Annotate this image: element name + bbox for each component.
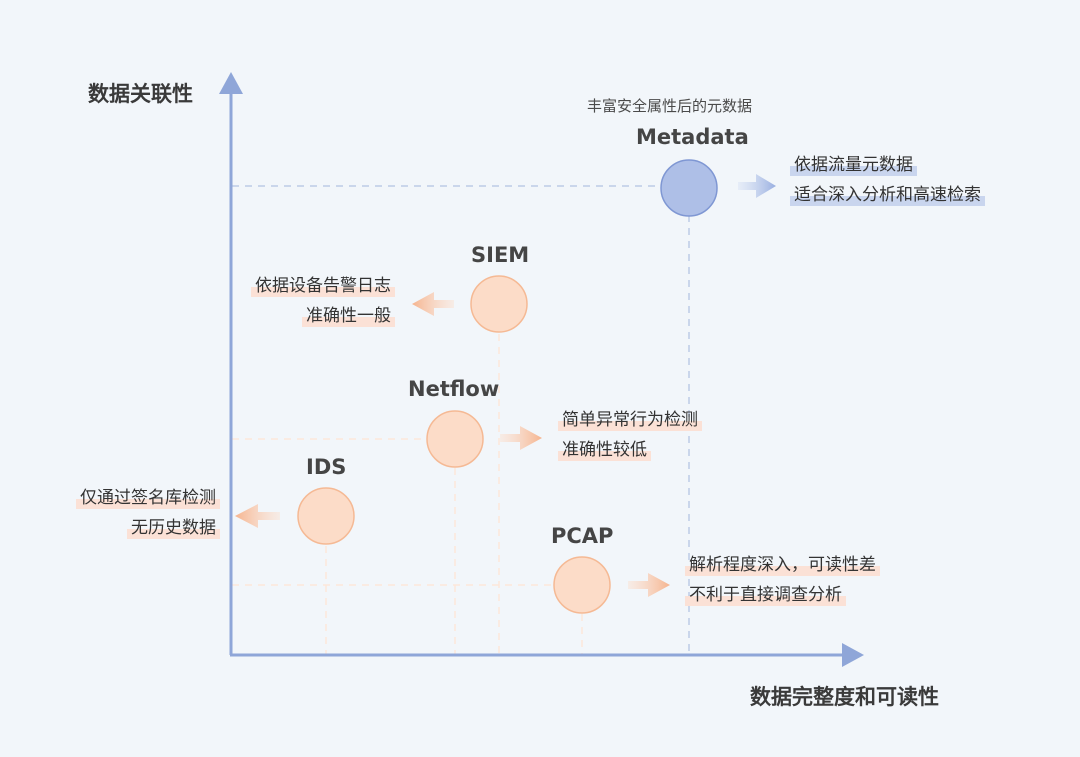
siem-desc-line-2: 准确性一般: [302, 305, 395, 327]
ids-description: 仅通过签名库检测 无历史数据: [20, 483, 220, 543]
pcap-desc-line-2: 不利于直接调查分析: [685, 584, 846, 606]
siem-desc-line-1: 依据设备告警日志: [251, 275, 395, 297]
x-axis-title: 数据完整度和可读性: [750, 685, 939, 709]
ids-desc-line-2: 无历史数据: [127, 517, 220, 539]
netflow-description: 简单异常行为检测 准确性较低: [558, 405, 702, 465]
arrow-right-metadata: [738, 174, 776, 198]
arrow-left-siem: [412, 292, 454, 316]
metadata-note: 丰富安全属性后的元数据: [587, 97, 753, 115]
arrow-right-netflow: [500, 426, 542, 450]
arrow-left-ids: [235, 504, 280, 528]
node-netflow-circle: [426, 410, 484, 468]
y-axis-title: 数据关联性: [88, 82, 193, 106]
x-axis-arrowhead: [842, 643, 864, 667]
metadata-description: 依据流量元数据 适合深入分析和高速检索: [790, 150, 985, 210]
arrow-right-pcap: [628, 573, 670, 597]
ids-desc-line-1: 仅通过签名库检测: [76, 487, 220, 509]
netflow-desc-line-2: 准确性较低: [558, 439, 651, 461]
siem-description: 依据设备告警日志 准确性一般: [215, 271, 395, 331]
node-pcap-circle: [553, 556, 611, 614]
node-siem-circle: [470, 275, 528, 333]
node-metadata-label: Metadata: [636, 125, 749, 149]
node-ids-label: IDS: [306, 455, 347, 479]
node-pcap-label: PCAP: [551, 524, 614, 548]
pcap-desc-line-1: 解析程度深入，可读性差: [685, 554, 880, 576]
node-metadata-circle: [660, 159, 718, 217]
y-axis-arrowhead: [219, 72, 243, 94]
node-netflow-label: Netflow: [408, 377, 500, 401]
metadata-desc-line-1: 依据流量元数据: [790, 154, 917, 176]
node-siem-label: SIEM: [471, 243, 530, 267]
metadata-desc-line-2: 适合深入分析和高速检索: [790, 184, 985, 206]
pcap-description: 解析程度深入，可读性差 不利于直接调查分析: [685, 550, 880, 610]
node-ids-circle: [297, 487, 355, 545]
netflow-desc-line-1: 简单异常行为检测: [558, 409, 702, 431]
